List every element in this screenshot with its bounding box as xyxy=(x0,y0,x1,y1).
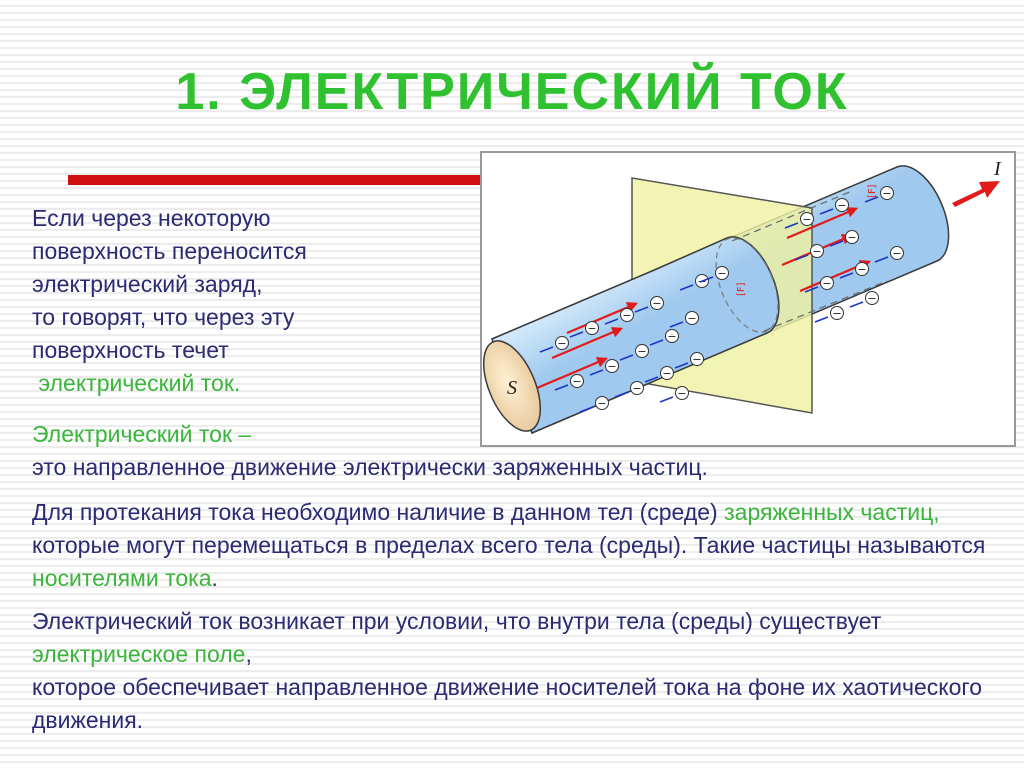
electron-charge xyxy=(890,246,904,260)
field-vector-arrow xyxy=(536,357,609,390)
electron-charge xyxy=(800,212,814,226)
electron-charge xyxy=(660,366,674,380)
intro-line: Если через некоторую xyxy=(32,205,271,231)
field-text: , xyxy=(245,641,252,667)
svg-text:−: − xyxy=(587,322,596,335)
intro-highlight: электрический ток. xyxy=(32,370,241,396)
svg-text:−: − xyxy=(882,187,891,200)
svg-text:−: − xyxy=(802,213,811,226)
svg-text:−: − xyxy=(687,312,696,325)
electron-charge xyxy=(555,336,569,350)
field-text: которое обеспечивает направленное движен… xyxy=(32,674,983,733)
svg-text:−: − xyxy=(822,277,831,290)
electron-charge xyxy=(630,381,644,395)
definition-term: Электрический ток – xyxy=(32,421,252,447)
electron-charge xyxy=(585,321,599,335)
svg-text:−: − xyxy=(637,345,646,358)
definition-paragraph: Электрический ток – это направленное дви… xyxy=(32,418,1012,484)
field-vector-arrow xyxy=(786,207,859,240)
intro-line: электрический заряд, xyxy=(32,271,263,297)
slide-title: 1. ЭЛЕКТРИЧЕСКИЙ ТОК xyxy=(175,63,849,121)
electron-charge xyxy=(830,306,844,320)
electron-charge xyxy=(690,352,704,366)
electron-charge xyxy=(570,374,584,388)
electron-charge xyxy=(595,396,609,410)
surface-label: S xyxy=(507,377,517,399)
svg-text:−: − xyxy=(837,199,846,212)
electron-charge xyxy=(855,262,869,276)
electron-charge xyxy=(880,186,894,200)
intro-line: поверхность переносится xyxy=(32,238,307,264)
electron-charge xyxy=(835,198,849,212)
condition-highlight-carriers: носителями тока xyxy=(32,565,212,591)
svg-text:−: − xyxy=(857,263,866,276)
conductor-figure: −−−−−−−−−−−−−−−−−−−−−−−−−−[F][F] S I xyxy=(480,151,1016,447)
condition-paragraph: Для протекания тока необходимо наличие в… xyxy=(32,496,1012,595)
svg-text:−: − xyxy=(677,387,686,400)
svg-text:−: − xyxy=(662,367,671,380)
electron-charge xyxy=(810,244,824,258)
title-underline xyxy=(68,175,488,185)
svg-text:−: − xyxy=(607,360,616,373)
electron-charge xyxy=(675,386,689,400)
force-label: [F] xyxy=(736,282,747,296)
electron-charge xyxy=(620,308,634,322)
field-vector-arrow xyxy=(551,327,624,360)
svg-text:−: − xyxy=(892,247,901,260)
electron-charge xyxy=(715,266,729,280)
svg-text:−: − xyxy=(597,397,606,410)
current-label: I xyxy=(993,158,1002,180)
electron-charge xyxy=(635,344,649,358)
condition-text: которые могут перемещаться в пределах вс… xyxy=(32,532,986,558)
electron-charge xyxy=(650,296,664,310)
intro-line: поверхность течет xyxy=(32,337,229,363)
intro-line: то говорят, что через эту xyxy=(32,304,295,330)
svg-text:−: − xyxy=(832,307,841,320)
conductor-figure-svg: −−−−−−−−−−−−−−−−−−−−−−−−−−[F][F] S I xyxy=(482,158,1002,434)
svg-text:−: − xyxy=(812,245,821,258)
svg-text:−: − xyxy=(847,231,856,244)
condition-highlight-charged-particles: заряженных частиц, xyxy=(724,499,940,525)
electron-charge xyxy=(685,311,699,325)
electron-charge xyxy=(845,230,859,244)
intro-paragraph: Если через некоторую поверхность перенос… xyxy=(32,202,307,400)
svg-text:−: − xyxy=(652,297,661,310)
electron-charge xyxy=(605,359,619,373)
condition-text: . xyxy=(211,565,218,591)
electron-charge xyxy=(665,329,679,343)
svg-text:−: − xyxy=(632,382,641,395)
definition-text: это направленное движение электрически з… xyxy=(32,454,708,480)
electron-charge xyxy=(820,276,834,290)
field-highlight: электрическое поле xyxy=(32,641,246,667)
field-text: Электрический ток возникает при условии,… xyxy=(32,608,882,634)
svg-text:−: − xyxy=(557,337,566,350)
svg-text:−: − xyxy=(692,353,701,366)
force-label: [F] xyxy=(867,184,878,198)
svg-text:−: − xyxy=(572,375,581,388)
svg-text:−: − xyxy=(667,330,676,343)
svg-text:−: − xyxy=(867,292,876,305)
current-arrow xyxy=(952,181,1000,207)
cross-section-cap xyxy=(482,340,542,432)
condition-text: Для протекания тока необходимо наличие в… xyxy=(32,499,725,525)
electron-charge xyxy=(865,291,879,305)
field-paragraph: Электрический ток возникает при условии,… xyxy=(32,605,1012,737)
svg-text:−: − xyxy=(622,309,631,322)
svg-text:−: − xyxy=(717,267,726,280)
